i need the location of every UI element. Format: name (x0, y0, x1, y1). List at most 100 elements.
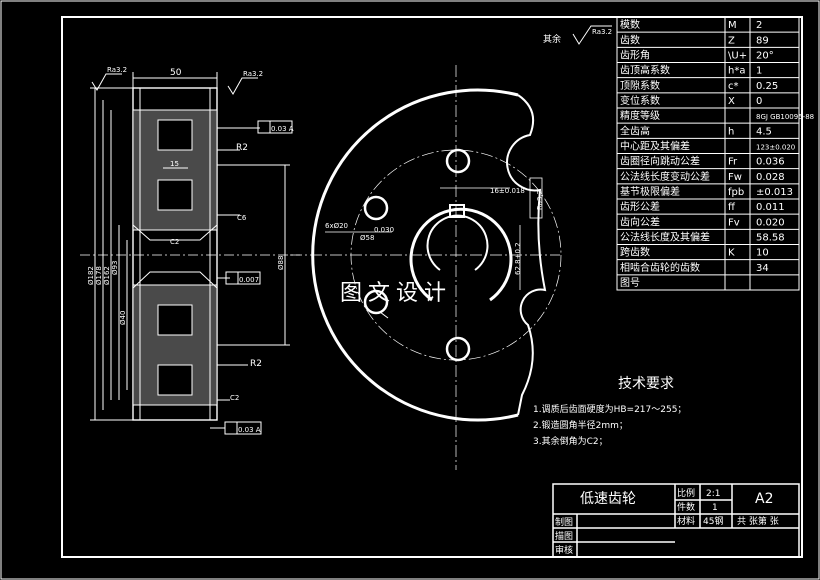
params-name: 公法线长度及其偏差 (620, 231, 710, 244)
diameter-178: Ø178 (95, 266, 103, 285)
chamfer-c2-mid: C2 (170, 238, 179, 246)
params-value: 1 (756, 66, 762, 77)
params-value: ±0.013 (756, 187, 793, 198)
tech-req-item-2: 2.锻造圆角半径2mm； (533, 419, 628, 431)
front-view (290, 65, 562, 470)
chamfer-r-bottom: R2 (250, 359, 262, 369)
params-name: 齿向公差 (620, 215, 660, 228)
params-value: 0.25 (756, 81, 778, 92)
params-name: 齿数 (620, 33, 640, 46)
params-name: 跨齿数 (620, 246, 650, 259)
params-value: 89 (756, 35, 769, 46)
params-name: 齿圈径向跳动公差 (620, 155, 700, 168)
params-value: 10 (756, 248, 769, 259)
params-value: 123±0.020 (756, 144, 795, 152)
surface-note-value: Ra3.2 (592, 28, 612, 36)
diameter-40: Ø40 (119, 311, 127, 325)
params-name: 全齿高 (620, 124, 650, 137)
params-name: 中心距及其偏差 (620, 140, 690, 153)
params-value: 20° (756, 51, 774, 62)
width-dim: 50 (170, 68, 182, 78)
row-draw: 制图 (555, 516, 573, 528)
params-symbol: Fw (728, 172, 742, 183)
pcd-label: Ø58 (360, 234, 374, 242)
params-name: 变位系数 (620, 94, 660, 107)
row-review: 审核 (555, 544, 573, 556)
section-view (80, 72, 300, 435)
params-name: 齿形公差 (620, 200, 660, 213)
front-datum: 0.030 (374, 226, 394, 234)
params-name: 相啮合齿轮的齿数 (620, 261, 700, 274)
row-trace: 描图 (555, 530, 573, 542)
title-block (552, 483, 800, 558)
inner-frame (61, 16, 803, 558)
params-name: 齿顶高系数 (620, 64, 670, 77)
params-name: 精度等级 (620, 109, 660, 122)
watermark: 图文设计 (340, 281, 452, 306)
runout-top: 0.03 A (271, 125, 294, 133)
roughness-left: Ra3.2 (107, 66, 127, 74)
scale-label: 比例 (677, 487, 695, 499)
params-symbol: X (728, 96, 735, 107)
front-roughness: Ra3.2 (536, 190, 544, 210)
params-value: 0.011 (756, 202, 785, 213)
params-symbol: ff (728, 202, 736, 213)
diameter-182: Ø182 (87, 266, 95, 285)
params-value: 4.5 (756, 126, 772, 137)
params-name: 公法线长度变动公差 (620, 170, 710, 183)
params-symbol: h (728, 126, 734, 137)
params-symbol: Fv (728, 217, 740, 228)
runout-bottom: 0.03 A (238, 426, 261, 434)
params-name: 图号 (620, 277, 640, 289)
hub-dim: 15 (170, 160, 179, 168)
keyway-depth: 62.8+0.2 (514, 242, 522, 275)
params-value: 0.036 (756, 157, 785, 168)
roughness-top: Ra3.2 (243, 70, 263, 78)
chamfer-c2-bottom: C2 (230, 394, 239, 402)
qty-value: 1 (712, 503, 718, 513)
params-symbol: fpb (728, 187, 744, 198)
params-rows: 模数 M 2 齿数 Z 89 齿形角 \U+ 20° 齿顶高系数 h*a 1 顶隙系数 c* 0.25 变位系… (617, 18, 814, 289)
sheet-count: 共 张第 张 (737, 515, 779, 527)
diameter-labels: Ø182 Ø178 Ø162 Ø93 Ø40 Ø88 (87, 256, 285, 325)
params-value: 0.028 (756, 172, 785, 183)
material-label: 材料 (677, 515, 695, 527)
params-symbol: h*a (728, 66, 745, 77)
qty-label: 件数 (677, 501, 695, 513)
tech-req-item-1: 1.调质后齿面硬度为HB=217～255； (533, 403, 686, 415)
surface-roughness-symbol (572, 25, 612, 45)
keyway-width: 16±0.018 (490, 187, 525, 195)
params-symbol: \U+ (728, 51, 747, 62)
params-value: 2 (756, 20, 762, 31)
params-value: 0 (756, 96, 762, 107)
params-symbol: K (728, 248, 735, 259)
tech-req-title: 技术要求 (618, 376, 674, 392)
params-name: 基节极限偏差 (620, 185, 680, 198)
diameter-162: Ø162 (103, 266, 111, 285)
params-name: 顶隙系数 (620, 79, 660, 92)
hole-note: 6xØ20 (325, 222, 348, 230)
surface-note-prefix: 其余 (543, 33, 561, 45)
params-value: 0.020 (756, 217, 785, 228)
scale-value: 2:1 (706, 489, 720, 499)
params-symbol: c* (728, 81, 739, 92)
bore-dim: Ø88 (277, 256, 285, 270)
chamfer-c6: C6 (237, 214, 247, 222)
params-name: 模数 (620, 18, 640, 31)
params-value: 8GJ GB10095-88 (756, 113, 814, 121)
params-value: 58.58 (756, 233, 785, 244)
runout-mid: 0.007 (239, 276, 259, 284)
params-name: 齿形角 (620, 50, 650, 62)
part-name: 低速齿轮 (580, 491, 636, 507)
tech-req-item-3: 3.其余倒角为C2； (533, 435, 608, 447)
material-value: 45钢 (703, 515, 723, 527)
chamfer-r-top: R2 (236, 143, 248, 153)
sheet-size: A2 (755, 491, 773, 507)
params-symbol: M (728, 20, 737, 31)
params-symbol: Fr (728, 157, 738, 168)
params-value: 34 (756, 263, 769, 274)
params-symbol: Z (728, 35, 735, 46)
diameter-93: Ø93 (111, 261, 119, 275)
